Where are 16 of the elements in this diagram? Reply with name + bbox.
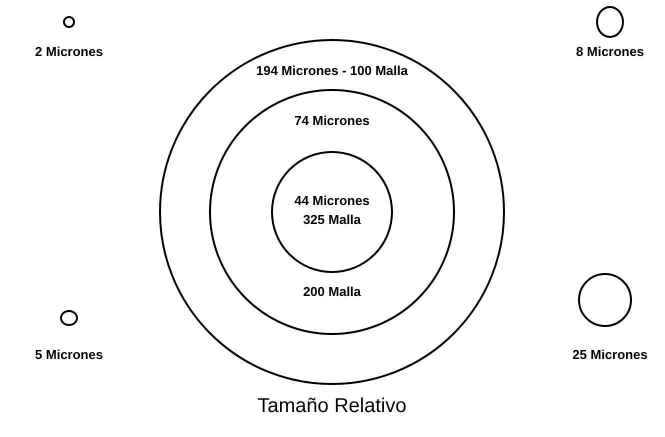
size-label: 5 Micrones — [34, 347, 104, 362]
circle — [271, 151, 393, 273]
size-label: 8 Micrones — [575, 44, 645, 59]
size-label: 25 Micrones — [571, 347, 649, 362]
caption: Tamaño Relativo — [256, 395, 408, 418]
circle — [578, 273, 632, 327]
circle-label: 194 Micrones - 100 Malla — [255, 63, 409, 78]
circle-label: 44 Micrones 325 Malla — [293, 192, 371, 229]
circle-label: 200 Malla — [302, 284, 362, 299]
circle — [159, 39, 505, 385]
circle — [63, 16, 75, 28]
circle — [60, 310, 78, 326]
size-label: 2 Micrones — [34, 44, 104, 59]
circle-label: 74 Micrones — [293, 113, 371, 128]
circle — [596, 6, 624, 38]
circle — [209, 89, 455, 335]
